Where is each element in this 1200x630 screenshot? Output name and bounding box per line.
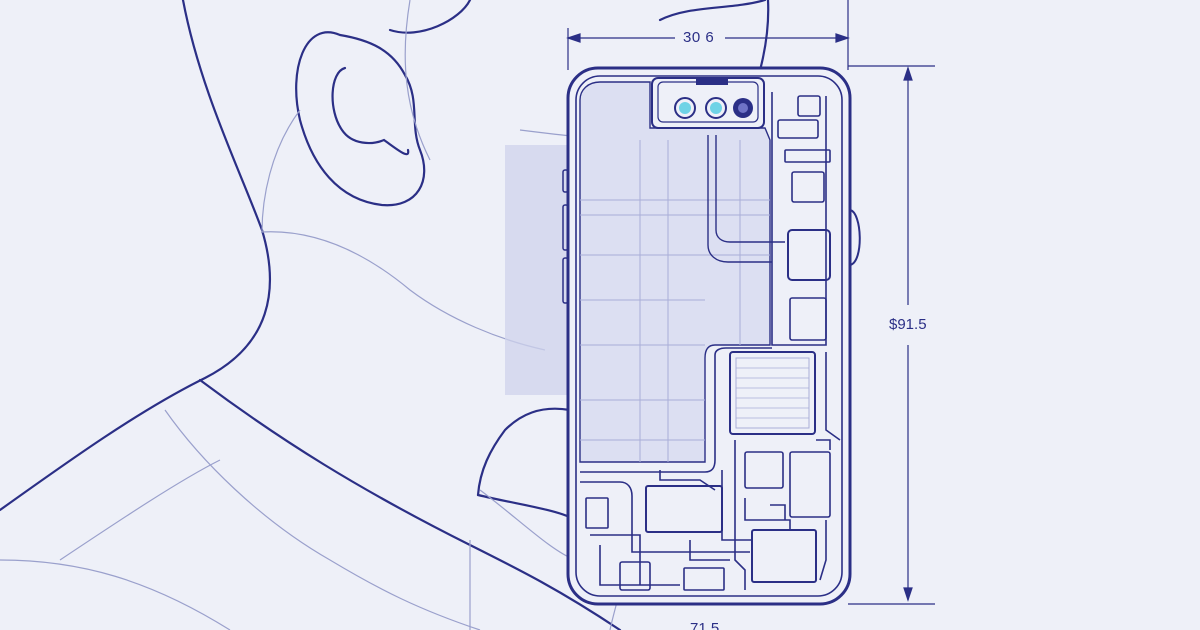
processor-chip xyxy=(729,351,816,435)
chip-lower-5 xyxy=(585,497,609,529)
phone-inner-frame xyxy=(575,75,843,597)
screen-fill xyxy=(579,81,771,463)
chip-top-2 xyxy=(777,119,819,139)
circuit-board xyxy=(580,92,841,591)
speaker-grille xyxy=(696,78,728,85)
collar-outline xyxy=(198,378,622,630)
face-outline xyxy=(658,0,767,22)
chip-square-1 xyxy=(791,171,825,203)
chip-lower-6 xyxy=(619,561,651,591)
ear-outline xyxy=(295,31,426,207)
camera-module xyxy=(651,77,765,129)
phone-screen xyxy=(579,81,785,463)
head-top-outline xyxy=(388,0,472,34)
bottom-dimension-label: 71.5 xyxy=(690,620,720,630)
chip-lower-1 xyxy=(744,451,784,489)
chip-square-2 xyxy=(787,229,831,281)
volume-button-lower xyxy=(562,257,569,304)
chip-lower-7 xyxy=(683,567,725,591)
ear-inner xyxy=(331,66,410,156)
head-back-outline xyxy=(0,0,272,512)
chip-lower-2 xyxy=(789,451,831,518)
height-dimension-label: $91.5 xyxy=(889,316,927,333)
neck-front xyxy=(476,493,577,522)
chip-top-1 xyxy=(797,95,821,117)
width-dimension-label: 30 6 xyxy=(683,29,715,46)
power-button xyxy=(849,209,861,266)
chip-lower-4 xyxy=(751,529,817,583)
volume-button-upper xyxy=(562,169,569,193)
chip-top-3 xyxy=(784,149,831,163)
chip-square-3 xyxy=(789,297,827,341)
person-profile xyxy=(0,0,770,630)
dimension-lines xyxy=(566,0,935,605)
volume-button-middle xyxy=(562,204,569,251)
jaw-outline xyxy=(476,407,572,497)
